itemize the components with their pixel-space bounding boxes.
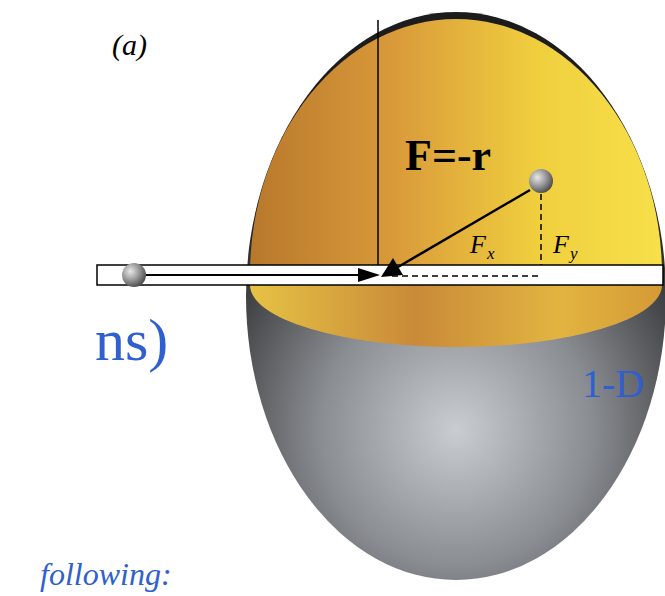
- arrowhead: [358, 268, 380, 282]
- panel-label: (a): [112, 30, 147, 60]
- cut-plane: [250, 285, 662, 347]
- force-equation: F=-r: [405, 134, 491, 178]
- cutaway-interior: [250, 19, 662, 275]
- dashed-line: [540, 194, 542, 265]
- dashed-line: [392, 275, 541, 277]
- component-symbol: F: [470, 232, 486, 258]
- particle: [122, 263, 146, 287]
- sphere-shell: [246, 12, 665, 580]
- vertical-axis: [377, 20, 379, 265]
- particle: [529, 169, 553, 193]
- force-arrow: [398, 190, 530, 267]
- background-text: 1-D: [582, 364, 644, 404]
- component-symbol: F: [553, 232, 569, 258]
- component-subscript: x: [487, 245, 495, 262]
- background-text: following:: [40, 558, 172, 590]
- component-subscript: y: [570, 245, 578, 262]
- tunnel: [97, 265, 663, 285]
- tunnel-arrow: [146, 274, 362, 276]
- background-text: ns): [95, 310, 168, 370]
- arrowhead: [381, 258, 403, 277]
